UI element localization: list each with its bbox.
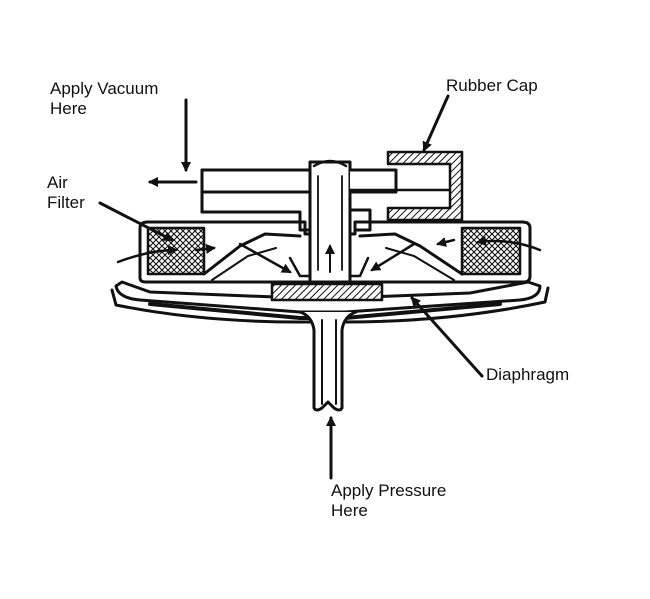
right-tube-lower: [348, 208, 372, 232]
right-air-filter: [460, 226, 522, 276]
rubber-cap-leader-arrow: [422, 94, 450, 152]
label-apply-pressure-line1: Apply Pressure: [331, 481, 447, 500]
stem-top: [312, 159, 348, 168]
right-inner-wall: [358, 232, 464, 276]
left-inner-wall-2: [211, 247, 277, 281]
diaphragm-leader-arrow: [410, 296, 484, 378]
right-tube: [348, 168, 398, 194]
label-apply-pressure-line2: Here: [331, 501, 368, 520]
label-apply-vacuum-line1: Apply Vacuum: [50, 79, 159, 98]
label-diaphragm-text: Diaphragm: [486, 365, 570, 384]
label-apply-vacuum: Apply Vacuum Here: [50, 79, 158, 119]
label-rubber-cap: Rubber Cap: [446, 76, 538, 96]
flow-arrow-right-down: [370, 242, 416, 272]
pressure-port: [298, 310, 358, 412]
label-apply-vacuum-line2: Here: [50, 99, 87, 118]
lower-shell: [114, 280, 542, 314]
flow-arrow-left-down: [238, 242, 292, 274]
flow-arrow-left-mid: [194, 243, 216, 254]
flow-arrow-right-in: [476, 236, 542, 252]
port-inner: [321, 319, 337, 405]
label-air-filter-line1: Air: [47, 173, 68, 192]
vacuum-tube: [200, 168, 312, 194]
label-diaphragm: Diaphragm: [486, 365, 569, 385]
label-air-filter: Air Filter: [47, 173, 85, 213]
stem-inner: [317, 175, 343, 271]
air-filter-leader-arrow: [98, 201, 174, 242]
label-air-filter-line2: Filter: [47, 193, 85, 212]
flow-arrow-left-in: [116, 245, 178, 264]
label-apply-pressure: Apply Pressure Here: [331, 481, 446, 521]
label-rubber-cap-text: Rubber Cap: [446, 76, 538, 95]
left-inner-wall: [202, 232, 302, 276]
rubber-cap: [386, 150, 464, 222]
flow-arrow-right-mid: [436, 237, 456, 247]
diaphragm-disc: [270, 282, 384, 302]
right-inner-wall-2: [385, 247, 455, 281]
